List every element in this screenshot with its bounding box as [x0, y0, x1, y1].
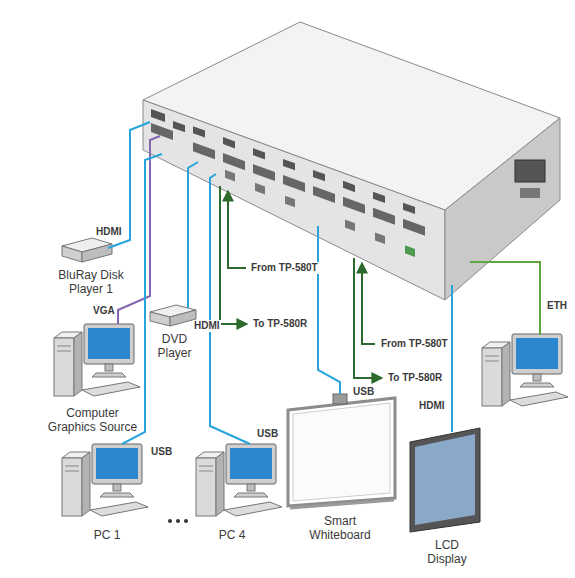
device-name: DVD Player — [152, 332, 197, 361]
port — [313, 170, 325, 181]
ethernet-port — [405, 245, 415, 257]
device-name: LCD Display — [418, 538, 476, 567]
cables — [108, 122, 540, 444]
device-label: LCD Display — [418, 538, 476, 567]
usb-cable — [318, 226, 340, 394]
device-name: Smart Whiteboard — [300, 514, 380, 543]
tp-cable — [362, 264, 375, 344]
usb-cable — [210, 174, 250, 444]
cable-label: HDMI — [193, 320, 221, 332]
switcher-side — [445, 118, 560, 300]
device-label: DVD Player — [152, 332, 197, 361]
port — [253, 164, 275, 181]
port — [255, 183, 265, 195]
cable-label: From TP-580T — [250, 262, 319, 274]
tp-cable — [354, 258, 381, 378]
cable-label: ETH — [546, 300, 568, 312]
computer-icon — [196, 444, 282, 516]
port — [223, 153, 245, 170]
whiteboard-tray — [290, 500, 394, 508]
cable-label: To TP-580R — [252, 318, 308, 330]
port — [403, 219, 425, 236]
whiteboard-surface — [293, 403, 390, 501]
cable-label: HDMI — [95, 226, 123, 238]
cable-label: USB — [256, 428, 279, 440]
device-name: PC 4 — [207, 528, 257, 542]
cable-label: From TP-580T — [380, 338, 449, 350]
port — [373, 192, 385, 203]
port — [343, 197, 365, 214]
port — [283, 175, 305, 192]
port — [225, 170, 235, 182]
whiteboard-frame — [288, 398, 395, 506]
port — [403, 203, 415, 214]
port — [283, 159, 295, 170]
port — [313, 186, 335, 203]
power-socket — [515, 160, 545, 182]
switcher-ports — [151, 109, 425, 261]
computer-icon — [54, 324, 140, 396]
device-name: BluRay Disk Player 1 — [50, 268, 132, 297]
port — [173, 121, 185, 132]
port — [285, 196, 295, 208]
computer-icon — [62, 444, 148, 516]
port — [151, 109, 165, 122]
vga-cable — [118, 136, 160, 324]
port — [193, 126, 205, 137]
device-label: BluRay Disk Player 1 — [50, 268, 132, 297]
port — [375, 232, 385, 244]
device-label: Smart Whiteboard — [300, 514, 380, 543]
lcd-frame — [410, 428, 480, 532]
port — [373, 208, 395, 225]
port — [345, 220, 355, 232]
bluray-side — [82, 244, 112, 262]
hdmi-cable — [188, 162, 198, 308]
port — [253, 148, 265, 159]
power-switch — [520, 188, 540, 198]
bluray-front — [62, 246, 82, 262]
cable-label: USB — [150, 446, 173, 458]
device-name: Computer Graphics Source — [45, 406, 140, 435]
ethernet-cable — [470, 262, 540, 335]
port — [343, 181, 355, 192]
usb-cable — [122, 154, 162, 444]
device-label: PC 4 — [207, 528, 257, 542]
device-label: PC 1 — [82, 528, 132, 542]
computer-icon — [482, 334, 568, 406]
ellipsis-dot — [168, 519, 172, 523]
cable-label: USB — [352, 386, 375, 398]
dvd-front — [150, 312, 170, 326]
ellipsis-dot — [184, 519, 188, 523]
lcd-screen — [415, 434, 475, 525]
cable-label: VGA — [92, 305, 116, 317]
device-name: PC 1 — [82, 528, 132, 542]
cable-label: HDMI — [418, 400, 446, 412]
cable-label: To TP-580R — [387, 372, 443, 384]
device-label: Computer Graphics Source — [45, 406, 140, 435]
whiteboard-sensor — [333, 394, 347, 404]
tp-cable — [220, 186, 246, 324]
ellipsis-dot — [176, 519, 180, 523]
hdmi-cable — [451, 285, 453, 432]
port — [223, 137, 235, 148]
tp-cable — [228, 192, 246, 268]
port — [193, 142, 215, 159]
